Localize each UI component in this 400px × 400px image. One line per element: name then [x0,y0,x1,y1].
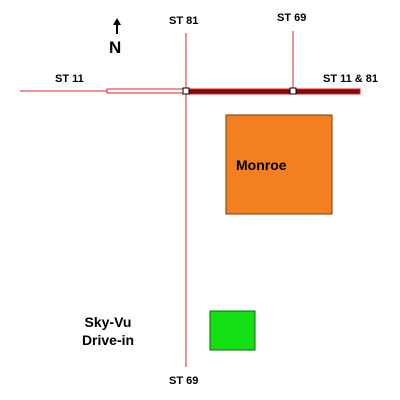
north-arrow-icon [113,18,121,34]
junction-marker-west [182,87,190,95]
town-label-monroe: Monroe [236,157,287,173]
drive-in-label-line1: Sky-Vu [84,314,132,330]
drive-in-label-line2: Drive-in [81,332,135,348]
road-label-st69-bottom: ST 69 [169,375,199,387]
town-monroe-area [225,114,333,215]
junction-marker-east [289,87,297,95]
road-label-st69-top: ST 69 [277,12,307,24]
road-label-st11-left: ST 11 [55,73,84,85]
road-label-st81-top: ST 81 [169,15,199,27]
drive-in-marker [209,310,256,351]
drive-in-label: Sky-Vu Drive-in [66,313,150,349]
north-label: N [109,38,122,57]
road-st11-west-double [106,88,186,94]
road-st11-81-highway [187,88,361,95]
road-label-st11-81-right: ST 11 & 81 [323,73,379,85]
